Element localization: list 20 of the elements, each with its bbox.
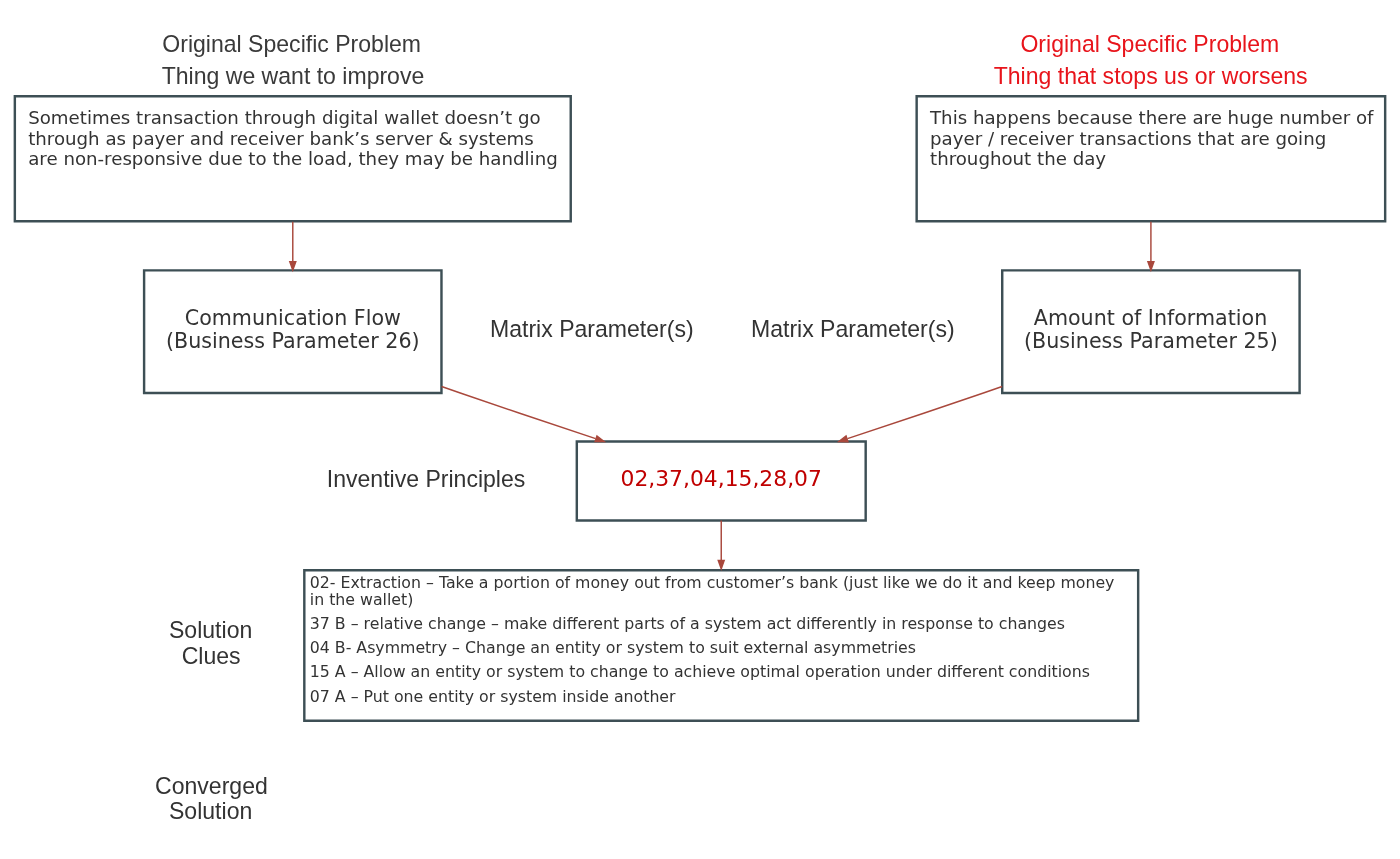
node-box: Amount of Information (Business Parameter 25) xyxy=(1001,268,1301,394)
label: Inventive Principles xyxy=(326,465,526,492)
arrow xyxy=(836,385,1003,442)
label: Solution Clues xyxy=(168,616,253,669)
label: Matrix Parameter(s) xyxy=(750,315,955,342)
node-box: Communication Flow (Business Parameter 26) xyxy=(142,268,443,394)
node-label: Thing we want to improve xyxy=(161,62,425,89)
node-label: Original Specific Problem xyxy=(162,30,422,57)
arrow xyxy=(717,519,726,571)
label: Converged Solution xyxy=(155,772,268,824)
node-box: Sometimes transaction through digital wallet doesn’t go through as payer and receiver bank’s server & systems are non-responsive due to the load, they may be handling xyxy=(13,94,572,222)
label: Matrix Parameter(s) xyxy=(490,315,694,342)
arrow xyxy=(1146,220,1155,272)
node-box: This happens because there are huge number of payer / receiver transactions that are going throughout the day xyxy=(915,94,1387,222)
node-box: 02,37,04,15,28,07 xyxy=(575,439,867,522)
node-box: 02- Extraction – Take a portion of money out from customer’s bank (just like we do it and keep money in the wallet) 37 B – relative change – make different parts of a system act differently in response to changes 04 B- Asymmetry – Change an entity or system to suit external asymmetries 15 A – Allow an entity or system to change to achieve optimal operation under different conditions 07 A – Put one entity or system inside another xyxy=(303,568,1140,722)
arrow xyxy=(440,385,607,442)
node-label: Original Specific Problem xyxy=(1020,30,1280,57)
arrow xyxy=(288,220,297,272)
node-label: Thing that stops us or worsens xyxy=(993,62,1308,89)
